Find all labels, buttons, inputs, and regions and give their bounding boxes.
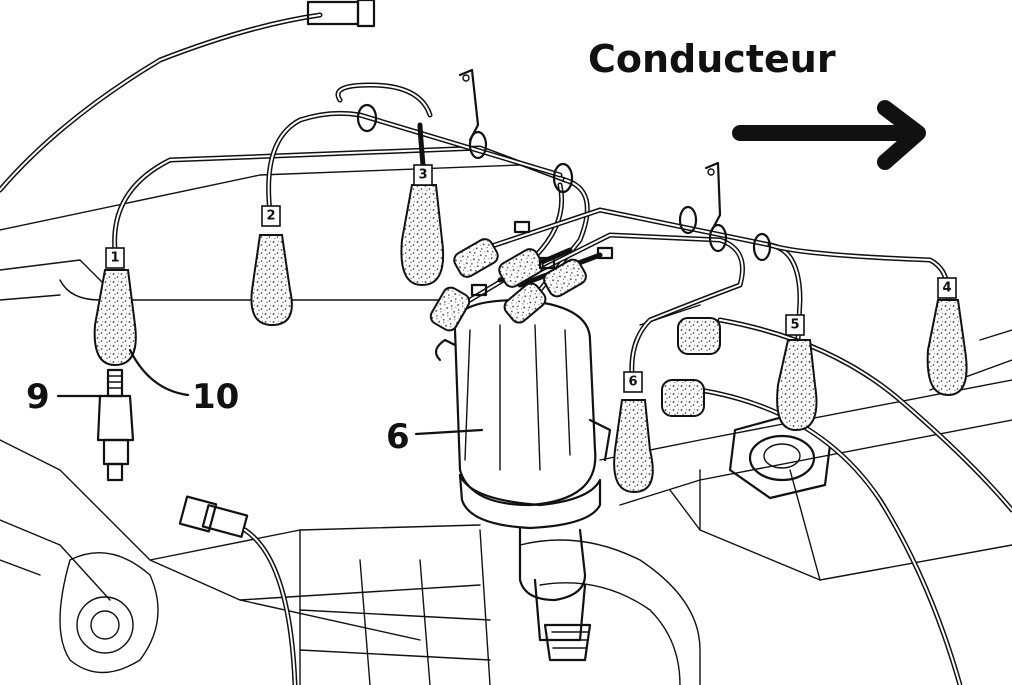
tag-label: 6 — [628, 375, 637, 390]
spark-plug-tag: 2 — [261, 205, 281, 227]
oil-filler-cap — [728, 413, 832, 500]
tag-label: 4 — [942, 281, 951, 296]
spark-plug-tag: 4 — [937, 277, 957, 299]
callout-label: 10 — [192, 377, 239, 417]
spark-plug-tag: 5 — [785, 314, 805, 336]
ground-lead — [178, 495, 298, 685]
arrow-right-icon — [732, 100, 926, 170]
elbow-boot — [661, 379, 705, 417]
tag-label: 1 — [110, 251, 119, 266]
callout-label: 9 — [26, 377, 50, 417]
tag-label: 5 — [790, 318, 799, 333]
callout-distributor: 6 — [386, 417, 484, 457]
engine-outline — [0, 164, 1012, 685]
callout-spark-plug: 9 — [26, 377, 104, 417]
tag-label: 2 — [266, 209, 275, 224]
callout-plug-boot: 10 — [128, 348, 239, 417]
callout-label: 6 — [386, 417, 410, 457]
spark-plug-tag: 6 — [623, 371, 643, 393]
spark-plug — [96, 368, 135, 482]
direction-title: Conducteur — [588, 37, 836, 81]
spark-plug-tag: 1 — [105, 247, 125, 269]
plug-boots — [93, 184, 968, 494]
coil-lead — [0, 0, 376, 193]
distributor — [429, 220, 614, 662]
spark-plug-tag: 3 — [413, 164, 433, 186]
elbow-boot — [677, 317, 721, 355]
tag-label: 3 — [418, 168, 427, 183]
